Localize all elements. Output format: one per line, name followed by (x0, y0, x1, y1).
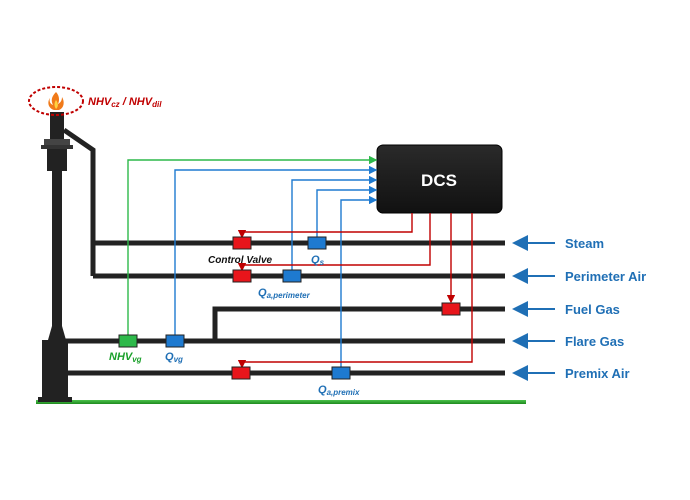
premix-control-valve (231, 366, 251, 380)
steam-flow-meter (307, 236, 327, 250)
stream-label-flare-gas: Flare Gas (565, 334, 624, 349)
stream-premix-air: Premix Air (512, 365, 630, 381)
qvg-signal-line (174, 165, 378, 335)
flame-icon (48, 92, 64, 110)
steam-control-line (237, 213, 413, 239)
flare-stack (38, 112, 73, 402)
fuel-gas-pipe (212, 306, 505, 341)
qa-perimeter-label: Qa,perimeter (258, 287, 311, 300)
flare-gas-flow-meter (165, 334, 185, 348)
dcs-label: DCS (421, 171, 457, 190)
ground-line (36, 400, 526, 404)
nhv-signal-line (127, 155, 378, 335)
perimeter-flow-meter (282, 269, 302, 283)
stream-label-steam: Steam (565, 236, 604, 251)
flame-ring (28, 86, 84, 116)
qs-label: Qs (311, 254, 325, 267)
perimeter-control-line (237, 213, 431, 272)
stream-label-fuel-gas: Fuel Gas (565, 302, 620, 317)
stream-fuel-gas: Fuel Gas (512, 301, 620, 317)
q-vg-label: Qvg (165, 351, 183, 364)
control-valve-label: Control Valve (208, 255, 273, 266)
premix-control-line (237, 213, 473, 369)
qa-perimeter-signal-line (291, 175, 378, 271)
flare-nhv-label: NHVcz / NHVdil (88, 96, 162, 109)
stream-perimeter-air: Perimeter Air (512, 268, 646, 284)
qa-premix-signal-line (340, 195, 378, 368)
stream-flare-gas: Flare Gas (512, 333, 624, 349)
stream-label-premix-air: Premix Air (565, 366, 630, 381)
fuel-control-valve (441, 302, 461, 316)
nhv-meter (118, 334, 138, 348)
stream-label-perimeter-air: Perimeter Air (565, 269, 646, 284)
qa-premix-label: Qa,premix (318, 384, 360, 397)
perimeter-control-valve (232, 269, 252, 283)
manifold-pipe (62, 127, 96, 276)
nhv-vg-label: NHVvg (109, 351, 142, 364)
dcs-controller: DCS (376, 144, 503, 214)
steam-control-valve (232, 236, 252, 250)
stream-steam: Steam (512, 235, 604, 251)
premix-flow-meter (331, 366, 351, 380)
qs-signal-line (316, 185, 378, 238)
